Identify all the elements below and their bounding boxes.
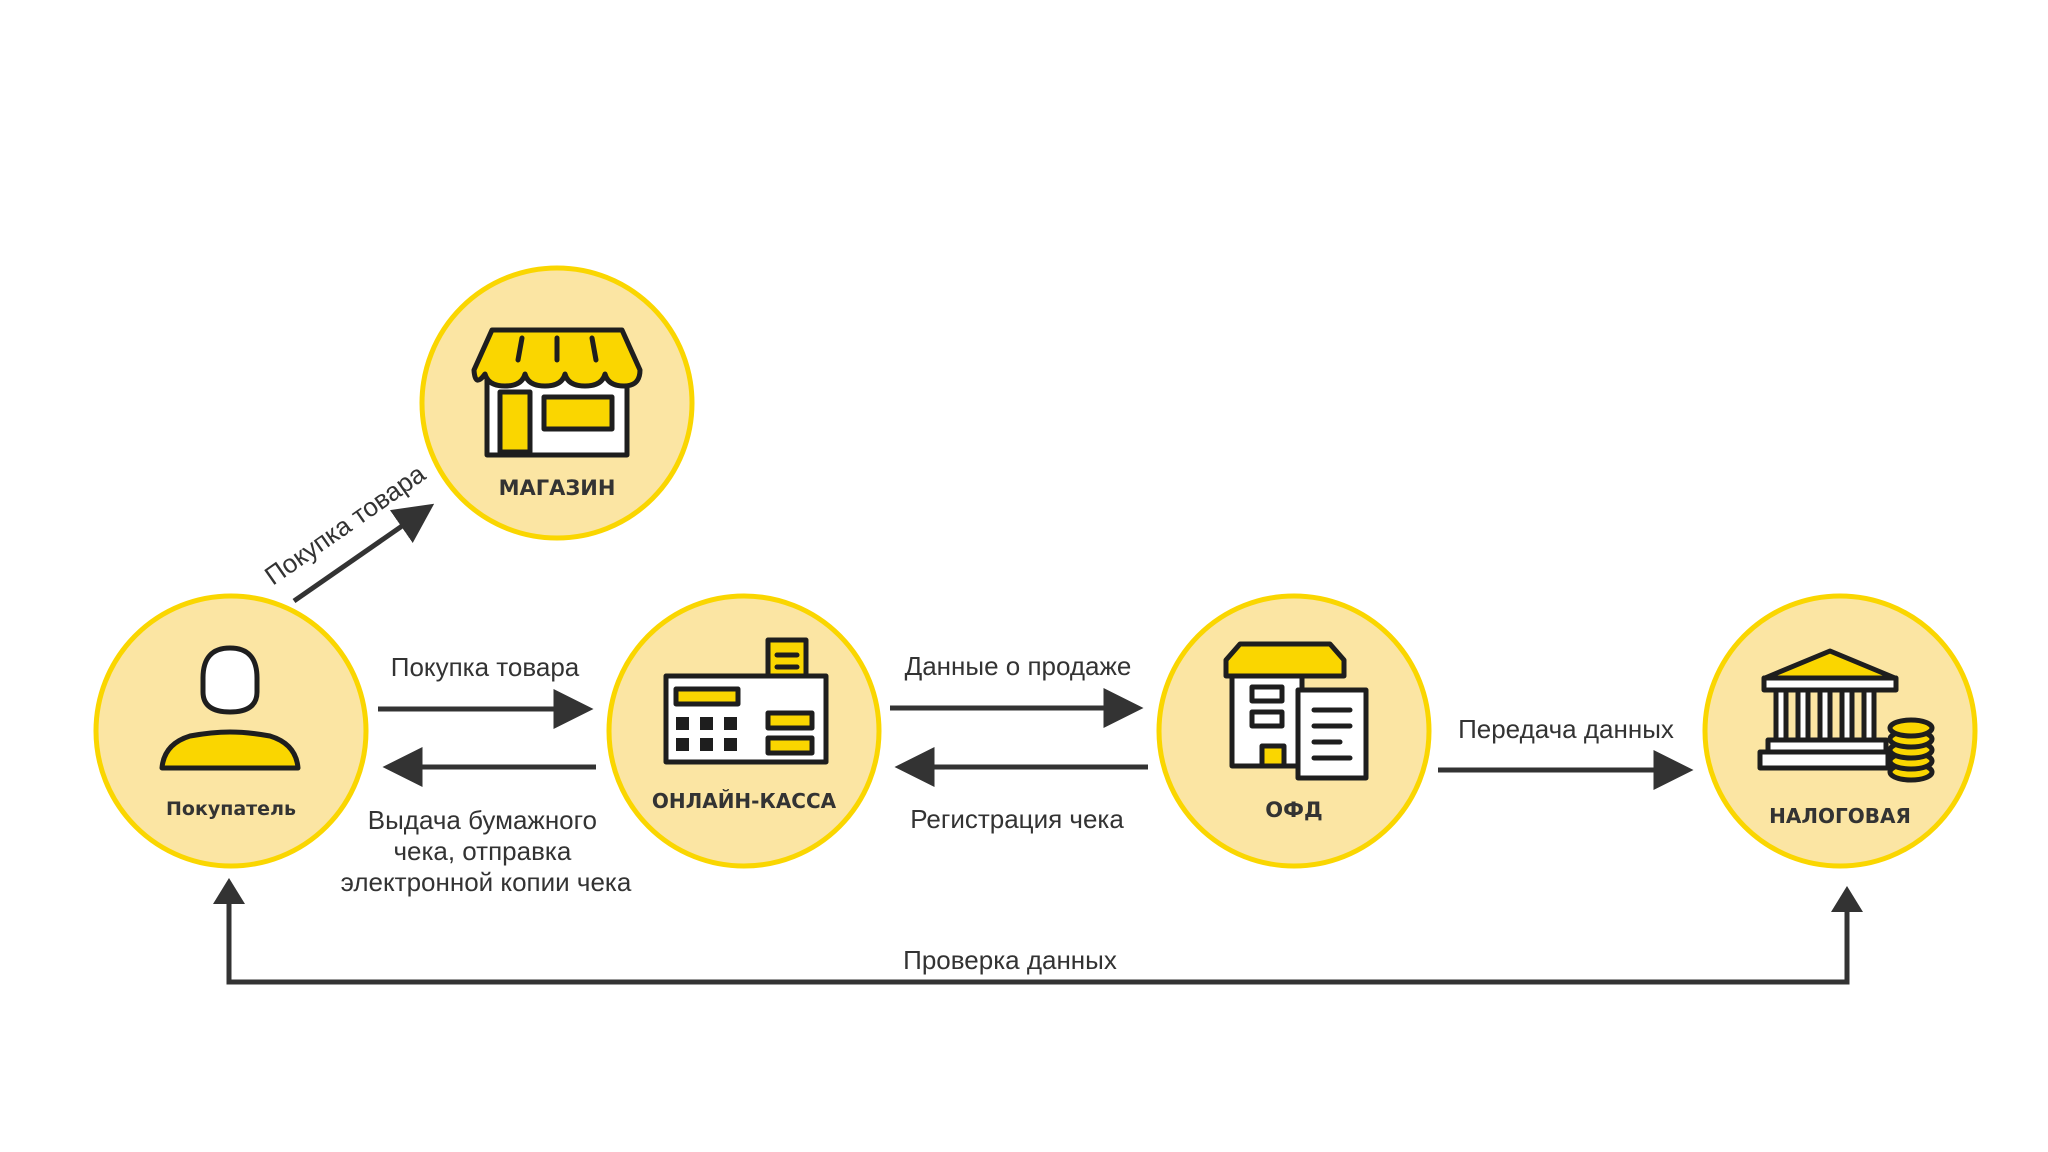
node-cashier-label: ОНЛАЙН-КАССА	[652, 789, 837, 813]
edge-label-cashier-to-buyer: Выдача бумажного чека, отправка электрон…	[341, 805, 632, 897]
arrows	[213, 503, 1863, 985]
node-ofd: ОФД	[1156, 593, 1432, 869]
node-shop-label: МАГАЗИН	[499, 476, 616, 500]
edge-label-tax-to-buyer: Проверка данных	[903, 945, 1117, 975]
node-buyer-label: Покупатель	[166, 798, 296, 820]
storefront-icon	[471, 327, 643, 458]
arrowhead-up-buyer	[213, 878, 245, 904]
node-tax: НАЛОГОВАЯ	[1702, 593, 1978, 869]
edge-label-line: электронной копии чека	[341, 867, 632, 897]
person-icon	[159, 645, 301, 771]
office-document-icon	[1223, 641, 1369, 781]
cash-register-icon	[663, 637, 829, 765]
edge-label-buyer-to-cashier: Покупка товара	[391, 652, 580, 682]
edge-label-ofd-to-cashier: Регистрация чека	[910, 804, 1124, 834]
node-buyer: Покупатель	[93, 593, 369, 869]
node-cashier: ОНЛАЙН-КАССА	[606, 593, 882, 869]
edge-label-line: чека, отправка	[393, 836, 571, 866]
edge-label-cashier-to-ofd: Данные о продаже	[905, 651, 1132, 681]
edge-labels: Покупка товара Покупка товара Выдача бум…	[259, 458, 1674, 975]
node-ofd-label: ОФД	[1265, 798, 1322, 822]
arrow-buyer-to-shop	[292, 503, 435, 604]
edge-label-ofd-to-tax: Передача данных	[1458, 714, 1674, 744]
edge-label-line: Выдача бумажного	[368, 805, 597, 835]
bank-coins-icon	[1757, 648, 1935, 783]
arrow-tax-to-buyer	[226, 898, 1850, 985]
arrowhead-up-tax	[1831, 886, 1863, 912]
node-tax-label: НАЛОГОВАЯ	[1769, 804, 1911, 828]
node-shop: МАГАЗИН	[419, 265, 695, 541]
